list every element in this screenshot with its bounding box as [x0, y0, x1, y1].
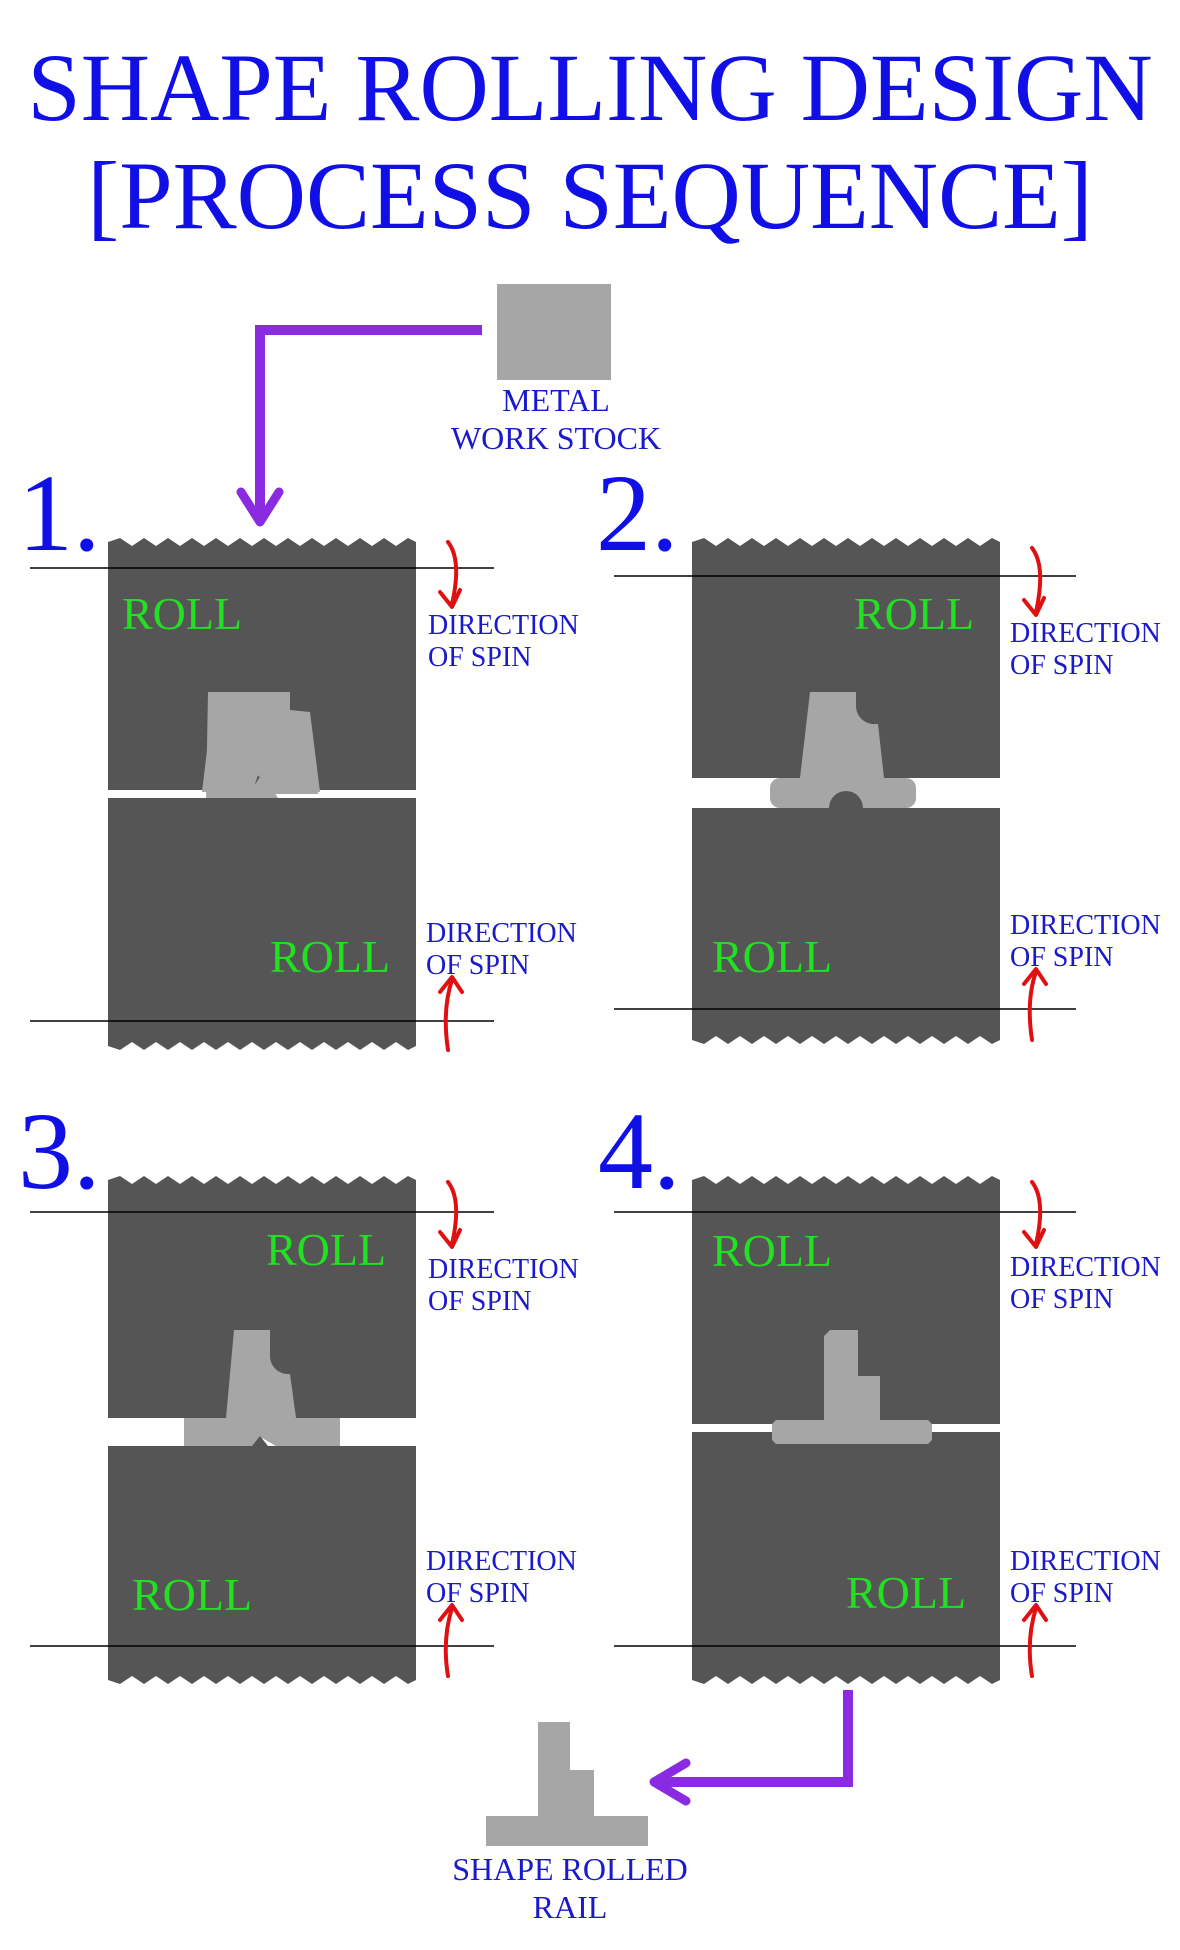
bottom-roll-label: ROLL: [712, 931, 832, 982]
bottom-spin-label-line1: DIRECTION: [1010, 1546, 1161, 1577]
top-spin-label-line2: OF SPIN: [1010, 1284, 1113, 1315]
top-spin-label-line1: DIRECTION: [1010, 1252, 1161, 1283]
bottom-spin-label-line2: OF SPIN: [1010, 942, 1113, 973]
top-roll-label: ROLL: [266, 1224, 386, 1275]
spin-arrow-top-icon: [1022, 546, 1046, 617]
bottom-spin-label-line1: DIRECTION: [426, 918, 577, 949]
step-number: 1.: [18, 452, 101, 574]
top-roll: [692, 1176, 1000, 1424]
spin-arrow-bottom-icon: [1022, 1603, 1048, 1678]
spin-arrow-top-icon: [438, 540, 462, 609]
top-spin-label-line1: DIRECTION: [428, 1254, 579, 1285]
workpiece: [184, 1330, 340, 1446]
step-number: 3.: [18, 1090, 101, 1212]
bottom-roll: [108, 774, 416, 1050]
top-spin-label-line2: OF SPIN: [1010, 650, 1113, 681]
bottom-roll: [108, 1446, 416, 1684]
top-roll: [692, 538, 1000, 778]
title-line2: [PROCESS SEQUENCE]: [87, 142, 1092, 249]
flow-arrow-stock-to-step1: [236, 325, 482, 527]
bottom-spin-label-line2: OF SPIN: [426, 1578, 529, 1609]
bottom-roll: [692, 1432, 1000, 1684]
step-3: 3. ROLL ROLL DIRECTION OF SPIN DIRECTION…: [18, 1090, 579, 1684]
step-4: 4. ROLL ROLL DIRECTION OF SPIN DIRECTION…: [598, 1090, 1161, 1684]
title-line1: SHAPE ROLLING DESIGN: [27, 34, 1152, 141]
workpiece: [770, 692, 916, 825]
rail-label-line2: RAIL: [533, 1889, 608, 1925]
shape-rolled-rail: [486, 1722, 648, 1846]
step-number: 4.: [598, 1090, 681, 1212]
spin-arrow-bottom-icon: [1022, 967, 1048, 1042]
top-spin-label-line1: DIRECTION: [428, 610, 579, 641]
spin-arrow-bottom-icon: [438, 975, 464, 1052]
bottom-spin-label-line1: DIRECTION: [1010, 910, 1161, 941]
top-spin-label-line2: OF SPIN: [428, 1286, 531, 1317]
bottom-roll-label: ROLL: [270, 931, 390, 982]
metal-work-stock: [497, 284, 611, 380]
bottom-spin-label-line2: OF SPIN: [426, 950, 529, 981]
top-roll-label: ROLL: [854, 588, 974, 639]
workpiece: [772, 1330, 932, 1444]
bottom-spin-label-line1: DIRECTION: [426, 1546, 577, 1577]
spin-arrow-bottom-icon: [438, 1603, 464, 1678]
bottom-roll: [692, 808, 1000, 1044]
workpiece: [202, 692, 320, 792]
flow-arrow-step4-to-rail: [649, 1690, 853, 1806]
step-number: 2.: [596, 452, 679, 574]
top-roll: [108, 1176, 416, 1418]
top-roll-label: ROLL: [712, 1225, 832, 1276]
spin-arrow-top-icon: [438, 1180, 462, 1249]
step-2: 2. ROLL ROLL DIRECTION OF SPIN DIRECTION…: [596, 452, 1161, 1044]
bottom-roll-label: ROLL: [846, 1567, 966, 1618]
top-spin-label-line2: OF SPIN: [428, 642, 531, 673]
stock-label-line2: WORK STOCK: [451, 420, 661, 456]
bottom-spin-label-line2: OF SPIN: [1010, 1578, 1113, 1609]
top-roll-label: ROLL: [122, 588, 242, 639]
rail-label-line1: SHAPE ROLLED: [452, 1851, 688, 1887]
step-1: 1. ROLL ROLL DIRECTION OF SPIN DIRECTION…: [18, 452, 579, 1052]
spin-arrow-top-icon: [1022, 1180, 1046, 1249]
top-spin-label-line1: DIRECTION: [1010, 618, 1161, 649]
stock-label-line1: METAL: [502, 382, 610, 418]
bottom-roll-label: ROLL: [132, 1569, 252, 1620]
